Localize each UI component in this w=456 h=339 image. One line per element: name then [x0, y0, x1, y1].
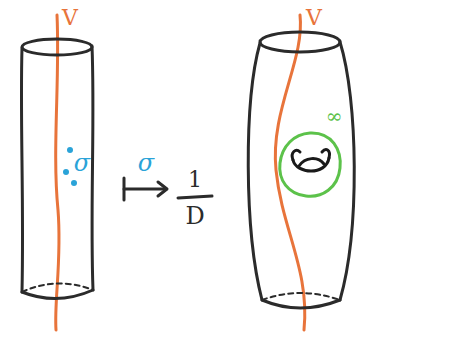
fraction-numerator: 1: [188, 169, 202, 191]
sigma-symbol: σ: [138, 151, 154, 175]
maps-to-arrow: [124, 178, 167, 200]
fraction-bar: [178, 196, 212, 198]
strand-label: V: [62, 7, 78, 29]
left-cylinder: [21, 15, 93, 330]
handle-symbol: [292, 150, 329, 171]
strand-label: V: [306, 7, 322, 29]
infinity-symbol: ∞: [326, 106, 343, 126]
right-cylinder: [248, 15, 354, 330]
sigma-symbol: σ: [74, 151, 90, 175]
green-circle: [280, 133, 341, 196]
fraction-denominator: D: [185, 204, 204, 228]
